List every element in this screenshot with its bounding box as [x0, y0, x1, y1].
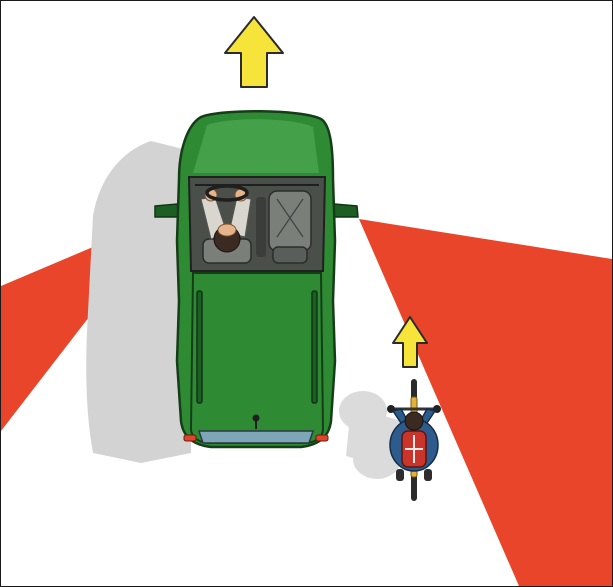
tail-light-right — [316, 435, 328, 441]
roof-rail-right — [312, 291, 317, 403]
hood-highlight — [193, 119, 319, 173]
car-direction-arrow — [225, 17, 283, 87]
car-shadow — [86, 141, 191, 463]
roof-rail-left — [197, 291, 202, 403]
car — [155, 111, 358, 447]
arrow-up-icon — [225, 17, 283, 87]
right-side-mirror — [334, 204, 358, 217]
rear-window — [199, 431, 313, 443]
left-side-mirror — [155, 204, 179, 217]
tail-light-left — [184, 435, 196, 441]
cyclist — [387, 379, 441, 501]
cyclist-head — [405, 412, 423, 430]
passenger-seat — [269, 191, 311, 263]
right-blind-spot-zone — [359, 219, 612, 586]
